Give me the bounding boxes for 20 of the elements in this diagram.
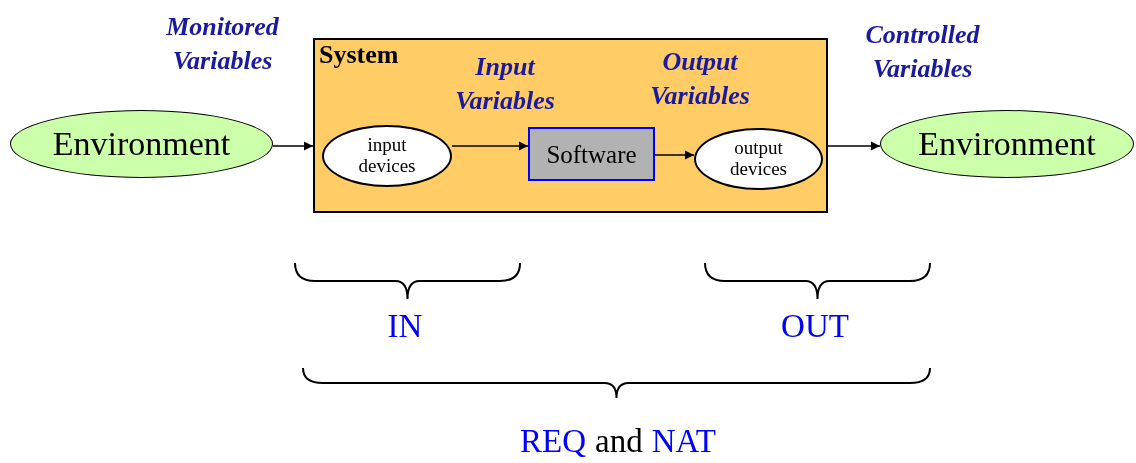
device-ellipse: input devices xyxy=(322,125,452,187)
variable-label: Monitored Variables xyxy=(165,11,280,77)
brace-label: IN xyxy=(386,310,424,343)
environment-ellipse: Environment xyxy=(10,110,273,178)
variable-label: Input Variables xyxy=(454,51,556,117)
variable-label: Output Variables xyxy=(649,46,751,112)
arrow xyxy=(654,150,695,160)
brace-label: OUT xyxy=(780,310,850,343)
variable-label: Controlled Variables xyxy=(864,19,981,85)
system-heading: System xyxy=(319,42,399,68)
arrow xyxy=(272,141,314,151)
brace-label: REQ xyxy=(520,425,587,458)
software-box: Software xyxy=(528,127,655,181)
environment-ellipse: Environment xyxy=(880,110,1134,178)
brace-label: and xyxy=(595,425,643,458)
device-ellipse: output devices xyxy=(694,128,823,190)
brace-label: NAT xyxy=(651,425,716,458)
arrow xyxy=(827,141,881,151)
arrow xyxy=(451,141,529,151)
system-box xyxy=(313,38,828,213)
